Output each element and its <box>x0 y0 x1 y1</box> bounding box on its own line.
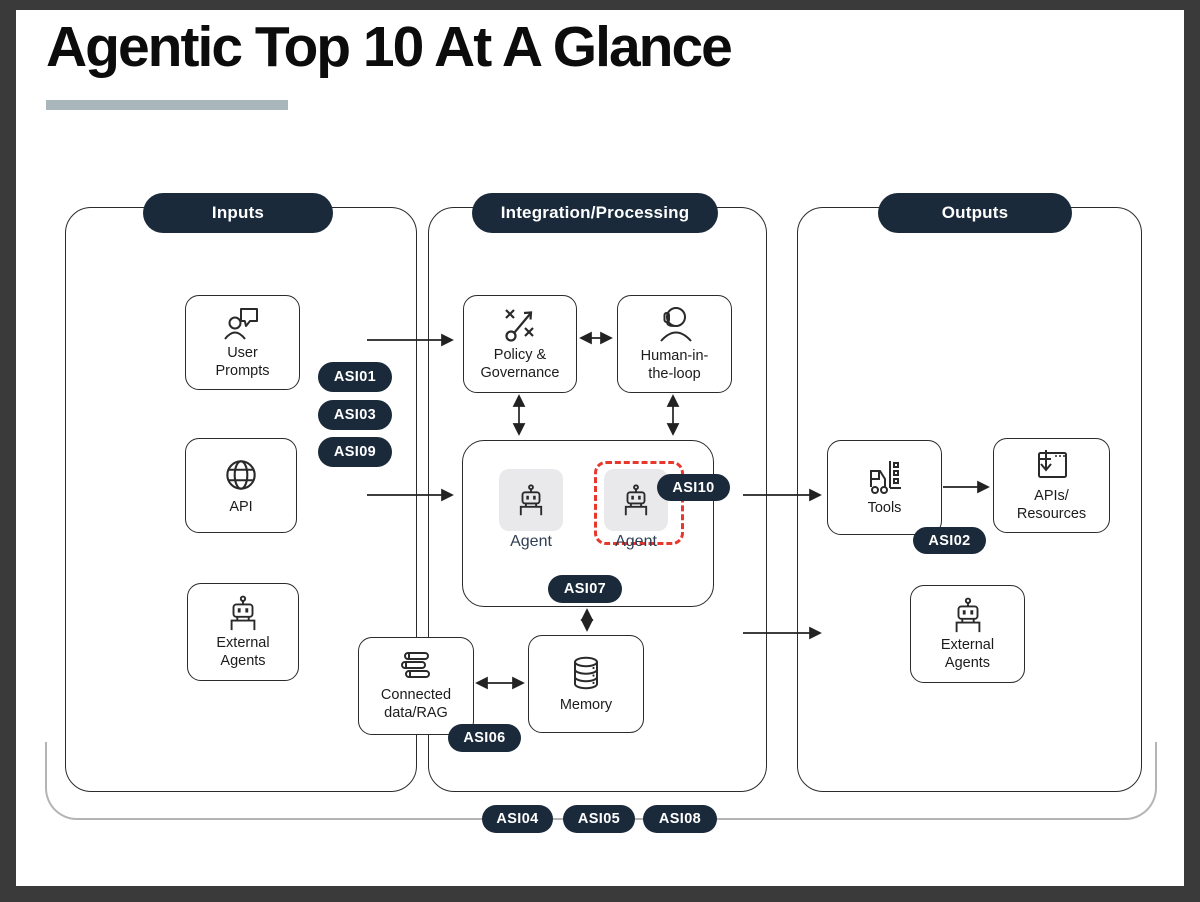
node-apis-resources: APIs/ Resources <box>993 438 1110 533</box>
badge-asi06: ASI06 <box>448 724 521 752</box>
headset-person-icon <box>653 305 697 345</box>
node-human-in-the-loop: Human-in- the-loop <box>617 295 732 393</box>
node-api: API <box>185 438 297 533</box>
node-label: APIs/ Resources <box>1016 488 1087 522</box>
robot-icon <box>224 594 262 632</box>
globe-icon <box>220 454 262 496</box>
title-underline <box>46 100 288 110</box>
agent-tile-right <box>604 469 668 531</box>
forklift-icon <box>863 457 907 497</box>
node-label: Tools <box>867 500 902 517</box>
node-user-prompts: User Prompts <box>185 295 300 390</box>
node-external-agents-outputs: External Agents <box>910 585 1025 683</box>
node-label: Human-in- the-loop <box>640 347 709 382</box>
agent-label-left: Agent <box>510 533 552 550</box>
node-label: Policy & Governance <box>480 346 560 381</box>
badge-asi10: ASI10 <box>657 474 730 501</box>
badge-asi02: ASI02 <box>913 527 986 554</box>
node-label: Connected data/RAG <box>380 686 452 721</box>
node-label: External Agents <box>940 636 995 671</box>
robot-icon <box>514 483 548 517</box>
section-label-outputs: Outputs <box>878 193 1072 233</box>
badge-asi08: ASI08 <box>643 805 717 833</box>
robot-icon <box>949 596 987 634</box>
node-tools: Tools <box>827 440 942 535</box>
strategy-icon <box>500 306 540 344</box>
node-label: User Prompts <box>215 345 270 379</box>
node-memory: Memory <box>528 635 644 733</box>
database-icon <box>566 654 606 694</box>
node-label: Memory <box>559 696 613 713</box>
node-policy-governance: Policy & Governance <box>463 295 577 393</box>
books-icon <box>396 650 436 684</box>
agent-risk-highlight <box>594 461 684 545</box>
badge-asi01: ASI01 <box>318 362 392 392</box>
browser-download-icon <box>1031 447 1073 485</box>
badge-asi03: ASI03 <box>318 400 392 430</box>
badge-asi09: ASI09 <box>318 437 392 467</box>
badge-asi05: ASI05 <box>563 805 635 833</box>
user-prompt-icon <box>223 304 263 342</box>
agent-tile-left <box>499 469 563 531</box>
badge-asi04: ASI04 <box>482 805 553 833</box>
node-label: API <box>229 499 253 516</box>
node-label: External Agents <box>216 634 270 669</box>
node-external-agents-inputs: External Agents <box>187 583 299 681</box>
node-connected-data-rag: Connected data/RAG <box>358 637 474 735</box>
section-label-integration: Integration/Processing <box>472 193 718 233</box>
badge-asi07: ASI07 <box>548 575 622 603</box>
page-title: Agentic Top 10 At A Glance <box>46 15 733 79</box>
section-label-inputs: Inputs <box>143 193 333 233</box>
robot-icon <box>619 483 653 517</box>
agent-label-right: Agent <box>615 533 657 550</box>
